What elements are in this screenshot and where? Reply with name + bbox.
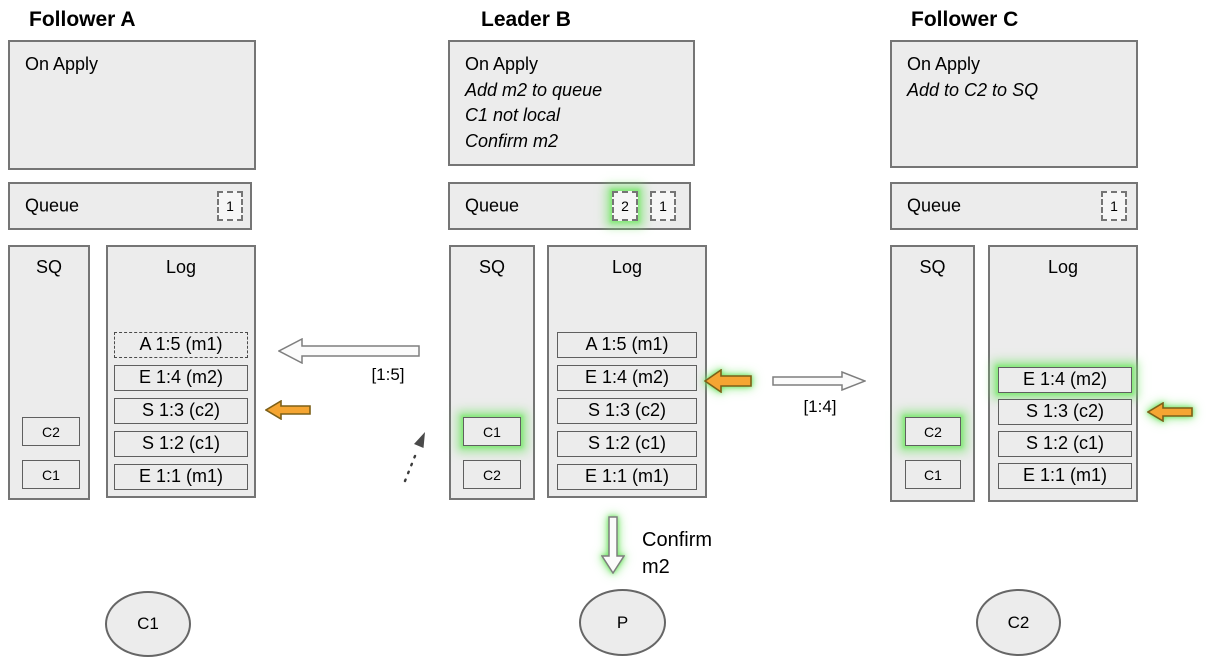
client-node-p: P xyxy=(579,589,666,656)
on-apply-title: On Apply xyxy=(25,54,99,74)
queue-label: Queue xyxy=(25,195,80,216)
node-title-leader-b: Leader B xyxy=(481,8,571,31)
apply-pointer-arrow-c-icon xyxy=(1146,401,1193,423)
sq-box-c: SQ C2 C1 xyxy=(890,245,975,502)
log-label: Log xyxy=(611,257,643,277)
log-entry: S 1:2 (c1) xyxy=(557,431,697,457)
queue-box-a: Queue 1 xyxy=(8,182,252,230)
queue-item: 1 xyxy=(1101,191,1127,221)
log-box-a: Log A 1:5 (m1) E 1:4 (m2) S 1:3 (c2) S 1… xyxy=(106,245,256,498)
sq-item-highlighted: C1 xyxy=(463,417,521,446)
queue-items: 1 xyxy=(1101,191,1127,221)
confirm-line2: m2 xyxy=(642,556,670,578)
confirm-m2-arrow-icon xyxy=(600,516,626,575)
apply-pointer-arrow-b-icon xyxy=(703,368,752,394)
client-node-c1: C1 xyxy=(105,591,191,657)
on-apply-box-c: On Apply Add to C2 to SQ xyxy=(890,40,1138,168)
on-apply-title: On Apply xyxy=(907,54,981,74)
on-apply-box-a: On Apply xyxy=(8,40,256,170)
queue-item: 1 xyxy=(650,191,676,221)
sq-label: SQ xyxy=(35,257,62,277)
sq-item-highlighted: C2 xyxy=(905,417,961,446)
queue-item-highlighted: 2 xyxy=(612,191,638,221)
sq-label: SQ xyxy=(478,257,505,277)
sq-item: C1 xyxy=(905,460,961,489)
node-title-follower-a: Follower A xyxy=(29,8,136,31)
log-entry: S 1:3 (c2) xyxy=(998,399,1132,425)
confirm-m2-label: Confirm m2 xyxy=(642,527,712,581)
log-entry: E 1:1 (m1) xyxy=(114,464,248,490)
append-range-label-c: [1:4] xyxy=(803,397,837,416)
on-apply-note: Add m2 to queue xyxy=(465,79,603,100)
queue-items: 1 xyxy=(217,191,243,221)
sq-label: SQ xyxy=(919,257,946,277)
sq-box-a: SQ C2 C1 xyxy=(8,245,90,500)
confirm-line1: Confirm xyxy=(642,529,713,551)
append-entries-arrow-b-to-a-icon xyxy=(277,337,420,365)
sq-item: C2 xyxy=(22,417,80,446)
log-entry: S 1:2 (c1) xyxy=(998,431,1132,457)
move-c1-to-sq-dotted-arrow-icon xyxy=(398,420,438,485)
sq-item: C2 xyxy=(463,460,521,489)
sq-box-b: SQ C1 C2 xyxy=(449,245,535,500)
log-entry-highlighted: E 1:4 (m2) xyxy=(998,367,1132,393)
client-label: C2 xyxy=(1007,612,1030,632)
log-entry: S 1:2 (c1) xyxy=(114,431,248,457)
apply-pointer-arrow-a-icon xyxy=(264,399,311,421)
log-entry: E 1:4 (m2) xyxy=(114,365,248,391)
client-label: C1 xyxy=(137,614,159,633)
on-apply-box-b: On Apply Add m2 to queue C1 not local Co… xyxy=(448,40,695,166)
log-box-b: Log A 1:5 (m1) E 1:4 (m2) S 1:3 (c2) S 1… xyxy=(547,245,707,498)
queue-box-b: Queue 2 1 xyxy=(448,182,691,230)
on-apply-title: On Apply xyxy=(465,54,539,74)
on-apply-note: Confirm m2 xyxy=(465,130,559,151)
on-apply-note: Add to C2 to SQ xyxy=(907,79,1039,100)
queue-label: Queue xyxy=(465,195,520,216)
log-entry: E 1:1 (m1) xyxy=(998,463,1132,489)
log-label: Log xyxy=(1047,257,1079,277)
queue-items: 2 1 xyxy=(612,191,676,221)
append-range-label-a: [1:5] xyxy=(371,365,405,384)
node-title-follower-c: Follower C xyxy=(911,8,1019,31)
append-entries-arrow-b-to-c-icon xyxy=(772,370,868,392)
client-label: P xyxy=(616,612,629,632)
log-entry: E 1:1 (m1) xyxy=(557,464,697,490)
log-entry: A 1:5 (m1) xyxy=(557,332,697,358)
sq-item: C1 xyxy=(22,460,80,489)
queue-label: Queue xyxy=(907,195,962,216)
client-node-c2: C2 xyxy=(976,589,1061,656)
log-label: Log xyxy=(165,257,197,277)
queue-item: 1 xyxy=(217,191,243,221)
on-apply-note: C1 not local xyxy=(465,105,561,125)
log-entry: S 1:3 (c2) xyxy=(114,398,248,424)
log-box-c: Log E 1:4 (m2) S 1:3 (c2) S 1:2 (c1) E 1… xyxy=(988,245,1138,502)
log-entry: S 1:3 (c2) xyxy=(557,398,697,424)
log-entry: A 1:5 (m1) xyxy=(114,332,248,358)
log-entry: E 1:4 (m2) xyxy=(557,365,697,391)
queue-box-c: Queue 1 xyxy=(890,182,1138,230)
